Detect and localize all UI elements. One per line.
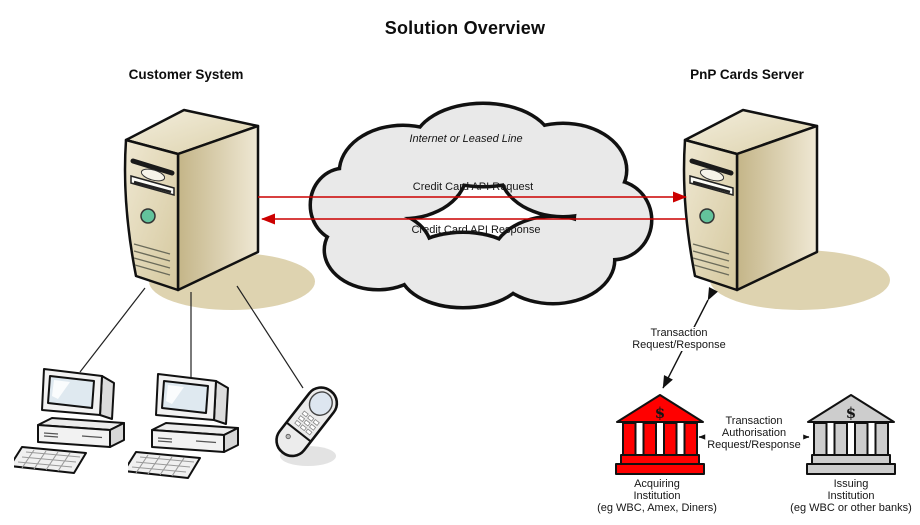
mobile-phone-icon (275, 386, 339, 466)
authorisation-label: Transaction Authorisation Request/Respon… (705, 415, 803, 451)
acquiring-bank-icon: $ (615, 394, 705, 475)
issuing-bank-icon: $ (806, 394, 896, 475)
desktop-computer-icon (128, 373, 239, 479)
internet-leased-line-label: Internet or Leased Line (409, 133, 523, 145)
page-title: Solution Overview (384, 18, 546, 38)
client-connection-lines (79, 285, 304, 389)
credit-card-api-response-label: Credit Card API Response (411, 224, 541, 236)
pnp-cards-server-label: PnP Cards Server (690, 67, 804, 82)
dollar-symbol: $ (655, 404, 665, 422)
customer-system-label: Customer System (128, 67, 244, 82)
acquiring-institution-caption: Acquiring Institution (eg WBC, Amex, Din… (597, 478, 717, 514)
issuing-institution-caption: Issuing Institution (eg WBC or other ban… (790, 478, 912, 514)
internet-cloud-icon (308, 101, 654, 310)
desktop-computer-icon (14, 368, 125, 474)
dollar-symbol: $ (846, 404, 856, 422)
transaction-label: Transaction Request/Response (630, 327, 728, 351)
credit-card-api-request-label: Credit Card API Request (412, 181, 534, 193)
pnp-server-icon (682, 108, 819, 292)
customer-server-icon (123, 108, 260, 292)
